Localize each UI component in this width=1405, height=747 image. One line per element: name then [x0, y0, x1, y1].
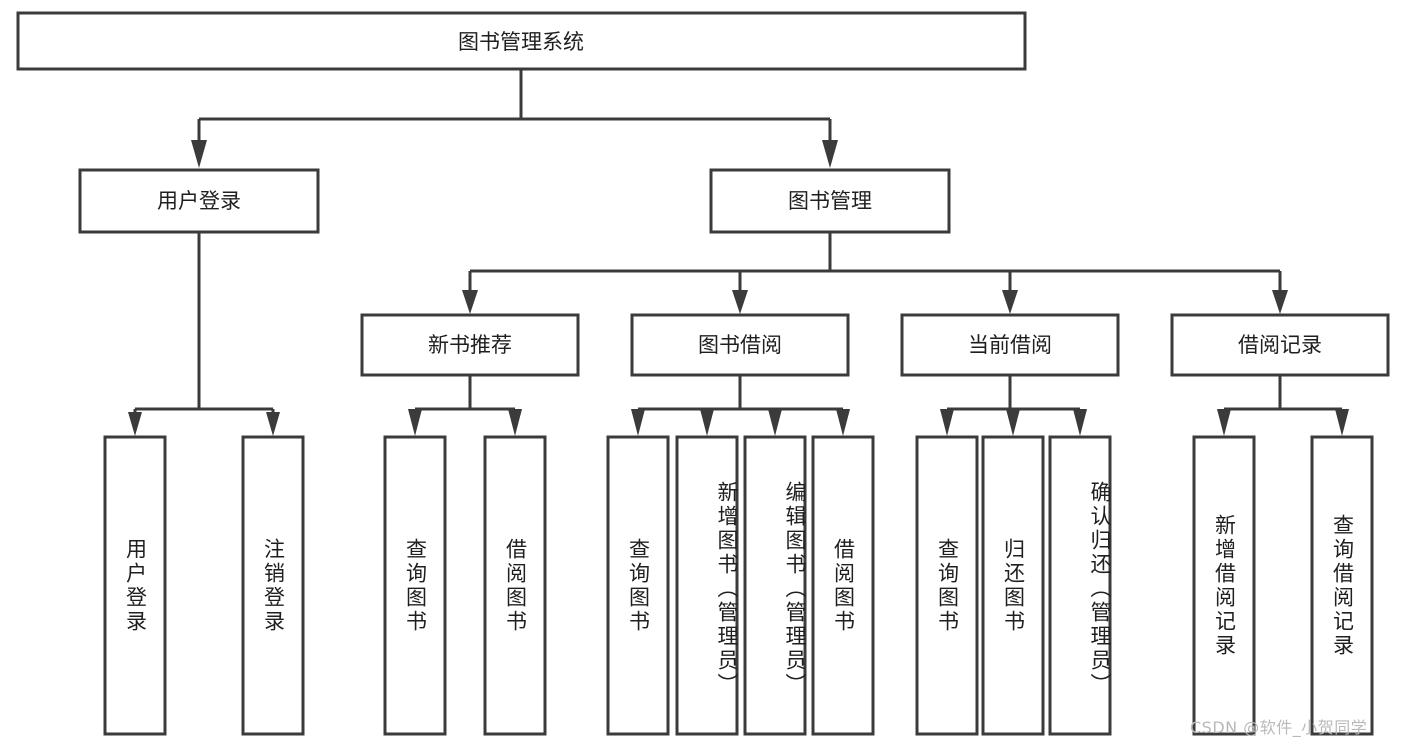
leaf-current-confirm-rect[interactable]	[1048, 435, 1112, 736]
node-book-borrow[interactable]: 图书借阅	[630, 313, 850, 377]
node-current-borrow-label: 当前借阅	[968, 333, 1052, 357]
arrow-to-user-login	[191, 140, 207, 168]
node-book-manage-rect[interactable]	[709, 168, 951, 234]
node-current-borrow[interactable]: 当前借阅	[900, 313, 1120, 377]
arrow-to-leaf-borrow-edit	[768, 409, 782, 436]
arrow-to-leaf-records-query	[1335, 409, 1349, 436]
node-book-manage-label: 图书管理	[788, 189, 872, 213]
node-user-login-label: 用户登录	[157, 189, 241, 213]
node-new-books[interactable]: 新书推荐	[360, 313, 580, 377]
node-borrow-records[interactable]: 借阅记录	[1170, 313, 1390, 377]
node-book-manage[interactable]: 图书管理	[709, 168, 951, 234]
arrow-to-leaf-records-add	[1217, 409, 1231, 436]
leaf-records-add-rect[interactable]	[1192, 435, 1256, 736]
node-user-login-rect[interactable]	[78, 168, 320, 234]
leaf-newbooks-query-rect[interactable]	[383, 435, 447, 736]
leaf-logout-rect[interactable]	[241, 435, 305, 736]
leaf-user-login-rect[interactable]	[103, 435, 167, 736]
node-borrow-records-label: 借阅记录	[1238, 333, 1322, 357]
node-user-login[interactable]: 用户登录	[78, 168, 320, 234]
arrow-to-leaf-borrow-query	[631, 409, 645, 436]
leaf-records-query-rect[interactable]	[1310, 435, 1374, 736]
leaf-borrow-add-rect[interactable]	[675, 435, 739, 736]
node-root-label: 图书管理系统	[458, 30, 584, 54]
leaf-borrow-query-rect[interactable]	[606, 435, 670, 736]
node-book-borrow-label: 图书借阅	[698, 333, 782, 357]
connector-group	[128, 69, 1349, 436]
arrow-to-new-books	[462, 290, 478, 314]
leaf-newbooks-borrow-rect[interactable]	[483, 435, 547, 736]
node-root[interactable]: 图书管理系统	[16, 11, 1027, 71]
arrow-to-leaf-newbooks-query	[408, 409, 422, 436]
arrow-to-leaf-current-confirm	[1073, 409, 1087, 436]
arrow-to-leaf-logout	[266, 412, 280, 436]
arrow-to-leaf-current-return	[1006, 409, 1020, 436]
csdn-watermark: CSDN @软件_小贺同学	[1190, 718, 1368, 737]
node-book-borrow-rect[interactable]	[630, 313, 850, 377]
node-current-borrow-rect[interactable]	[900, 313, 1120, 377]
leaf-current-query-rect[interactable]	[915, 435, 979, 736]
leaf-current-return-rect[interactable]	[981, 435, 1045, 736]
arrow-to-book-borrow	[732, 290, 748, 314]
leaf-borrow-edit-rect[interactable]	[743, 435, 807, 736]
arrow-to-leaf-borrow-add	[700, 409, 714, 436]
arrow-to-book-manage	[822, 140, 838, 168]
node-new-books-label: 新书推荐	[428, 333, 512, 357]
arrow-to-borrow-records	[1272, 290, 1288, 314]
arrow-to-leaf-current-query	[940, 409, 954, 436]
arrow-to-leaf-user-login	[128, 412, 142, 436]
node-borrow-records-rect[interactable]	[1170, 313, 1390, 377]
leaf-borrow-borrow-rect[interactable]	[811, 435, 875, 736]
arrow-to-leaf-borrow-borrow	[836, 409, 850, 436]
arrow-to-leaf-newbooks-borrow	[508, 409, 522, 436]
node-new-books-rect[interactable]	[360, 313, 580, 377]
node-root-rect[interactable]	[16, 11, 1027, 71]
arrow-to-current-borrow	[1002, 290, 1018, 314]
